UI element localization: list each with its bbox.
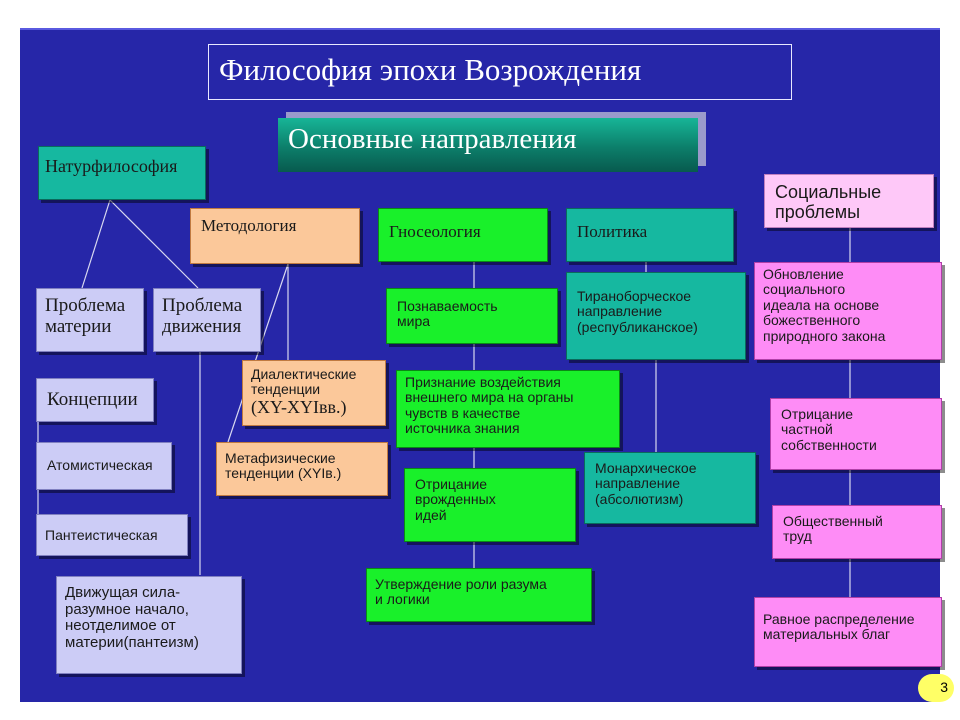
node-knowability: Познаваемость мира (386, 288, 558, 344)
node-gnoseology: Гносеология (378, 208, 548, 262)
node-recognition: Признание воздействия внешнего мира на о… (396, 370, 620, 448)
node-dialectic: Диалектические тенденции (XY-XYIвв.) (242, 360, 386, 426)
node-concepts: Концепции (36, 378, 154, 422)
main-title: Философия эпохи Возрождения (208, 44, 792, 100)
node-tyrannomachic: Тираноборческое направление (республикан… (566, 272, 746, 360)
slide: Философия эпохи Возрождения Основные нап… (20, 28, 942, 702)
connector-natur-matter (81, 199, 111, 289)
node-moving-force: Движущая сила- разумное начало, неотдели… (56, 576, 242, 674)
node-social: Социальные проблемы (764, 174, 934, 228)
connector-natur-motion (109, 199, 199, 289)
node-metaphysic: Метафизические тенденции (XYIв.) (216, 442, 388, 496)
node-politics: Политика (566, 208, 734, 262)
node-pantheistic: Пантеистическая (36, 514, 188, 556)
node-matter-problem: Проблема материи (36, 288, 144, 352)
connector-method-metaphysic (227, 263, 289, 443)
page-number: 3 (918, 674, 954, 702)
node-atomistic: Атомистическая (36, 442, 172, 490)
node-denial-property: Отрицание частной собственности (770, 398, 942, 470)
subtitle: Основные направления (278, 118, 698, 172)
node-motion-problem: Проблема движения (153, 288, 261, 352)
node-monarchic: Монархическое направление (абсолютизм) (584, 452, 756, 524)
node-renewal: Обновление социального идеала на основе … (754, 262, 942, 360)
node-equal-distribution: Равное распределение материальных благ (754, 597, 942, 667)
node-denial-innate: Отрицание врожденных идей (404, 468, 576, 542)
node-affirmation: Утверждение роли разума и логики (366, 568, 592, 622)
node-methodology: Методология (190, 208, 360, 264)
node-naturphilosophy: Натурфилософия (38, 146, 206, 200)
node-labor: Общественный труд (772, 505, 942, 559)
